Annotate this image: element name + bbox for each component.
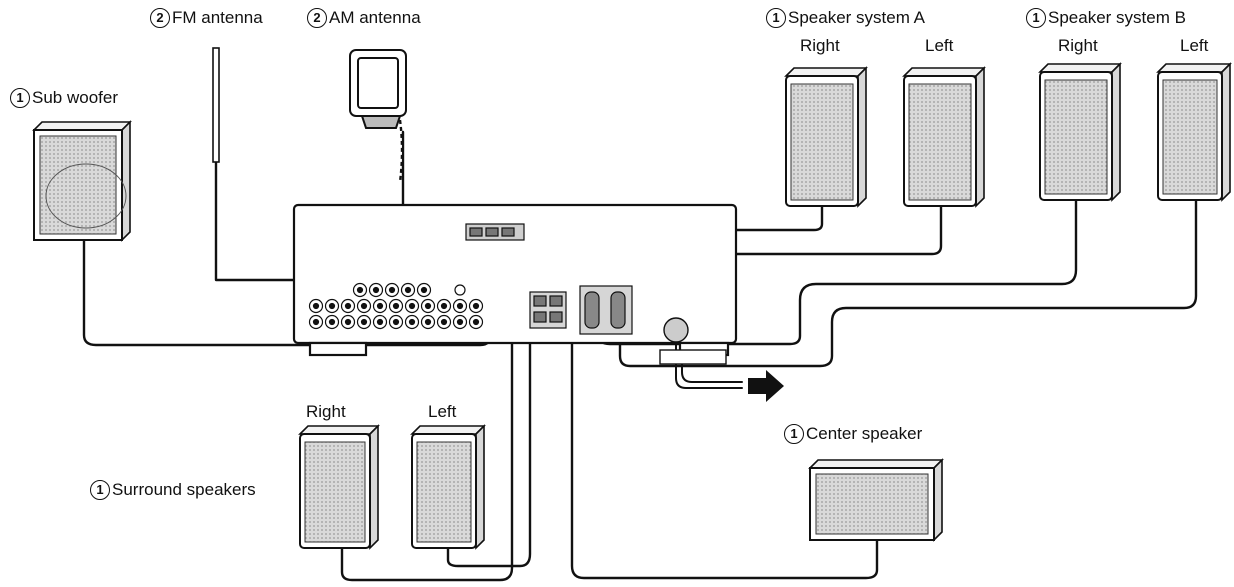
fm-antenna-text: FM antenna [172,8,263,27]
center-speaker-text: Center speaker [806,424,923,443]
am-loop-antenna [349,49,407,183]
number-badge: 1 [784,424,804,444]
number-badge: 2 [307,8,327,28]
number-badge: 1 [10,88,30,108]
am-antenna-text: AM antenna [329,8,421,27]
rca-jack-array [308,282,484,330]
sub-woofer-text: Sub woofer [32,88,118,107]
surround-speakers-text: Surround speakers [112,480,256,499]
number-badge: 2 [150,8,170,28]
speaker-a-right [784,66,868,208]
speaker-system-b-text: Speaker system B [1048,8,1186,27]
speaker-b-right-label: Right [1058,36,1098,55]
sub-woofer-speaker [32,120,132,242]
receiver-foot [308,341,368,357]
speaker-a-right-label: Right [800,36,840,55]
speaker-a-left-label: Left [925,36,954,55]
speaker-b-left-label: Left [1180,36,1209,55]
number-badge: 1 [1026,8,1046,28]
antenna-terminals [465,223,525,241]
power-cord [675,329,743,389]
speaker-b-right [1038,62,1122,202]
rca-jack [454,284,466,296]
surround-left-label: Left [428,402,457,421]
fm-antenna-wire [212,47,220,163]
speaker-b-left-cable [618,198,1198,368]
surround-left-speaker [410,424,486,550]
number-badge: 1 [90,480,110,500]
speaker-b-left [1156,62,1232,202]
number-badge: 1 [766,8,786,28]
speaker-system-a-text: Speaker system A [788,8,926,27]
surround-right-label: Right [306,402,346,421]
speaker-a-left [902,66,986,208]
ac-outlet [659,317,727,365]
surround-right-speaker [298,424,380,550]
surround-left-cable [446,318,532,568]
power-arrow-icon [748,370,784,402]
speaker-terminals [529,285,633,335]
center-speaker [808,458,944,542]
